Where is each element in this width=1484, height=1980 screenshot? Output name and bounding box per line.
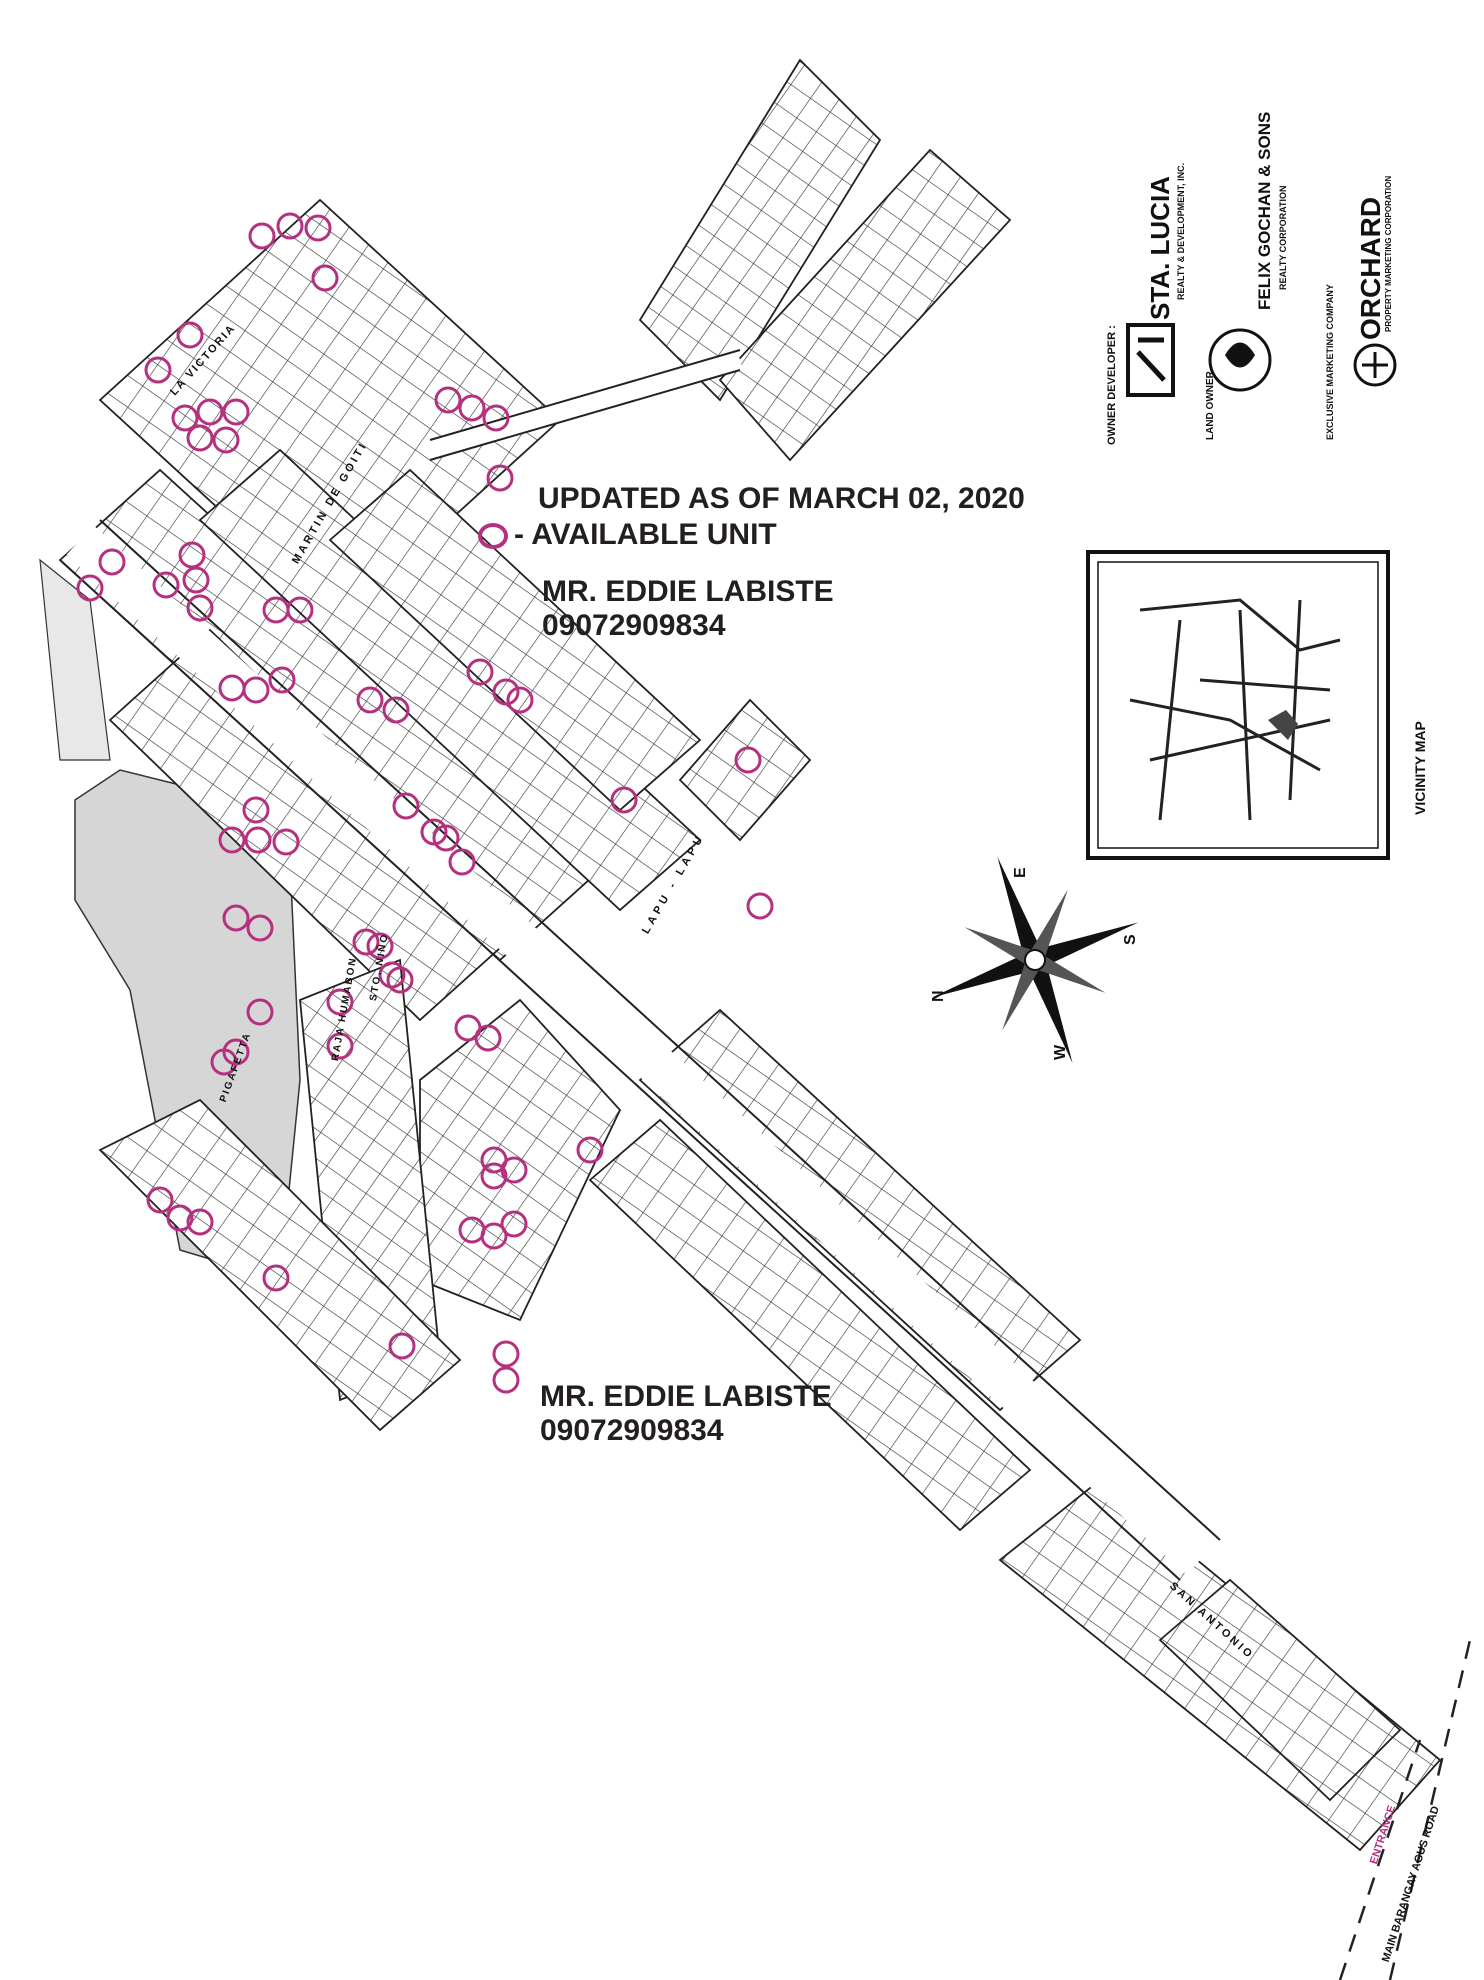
available-unit-ring-icon — [478, 523, 508, 550]
contact-block-top: MR. EDDIE LABISTE 09072909834 — [542, 575, 834, 643]
owner-developer-label: OWNER DEVELOPER : — [1106, 325, 1118, 445]
developer-logos — [1126, 323, 1397, 397]
contact-phone: 09072909834 — [542, 609, 726, 642]
compass-rose — [931, 856, 1139, 1064]
contact-name: MR. EDDIE LABISTE — [540, 1380, 832, 1413]
compass-s: S — [1122, 934, 1139, 945]
compass-e: E — [1012, 867, 1029, 878]
contact-name: MR. EDDIE LABISTE — [542, 575, 834, 608]
land-owner-sub: REALTY CORPORATION — [1278, 185, 1288, 290]
vicinity-map-title: VICINITY MAP — [1412, 721, 1428, 815]
legend-label: - AVAILABLE UNIT — [514, 518, 777, 551]
land-owner-name: FELIX GOCHAN & SONS — [1255, 111, 1274, 310]
available-unit-markers — [76, 212, 774, 1394]
owner-developer-sub: REALTY & DEVELOPMENT, INC. — [1176, 162, 1186, 300]
update-notice: UPDATED AS OF MARCH 02, 2020 - AVAILABLE… — [478, 482, 1025, 552]
marketing-name: ORCHARD — [1355, 196, 1386, 340]
update-title: UPDATED AS OF MARCH 02, 2020 — [538, 482, 1025, 515]
main-road-line — [1338, 1639, 1472, 1980]
marketing-sub: PROPERTY MARKETING CORPORATION — [1384, 175, 1393, 332]
legend-available-unit: - AVAILABLE UNIT — [478, 518, 1025, 552]
contact-block-bottom: MR. EDDIE LABISTE 09072909834 — [540, 1380, 832, 1448]
compass-w: W — [1052, 1044, 1069, 1060]
owner-developer-name: STA. LUCIA — [1145, 176, 1175, 320]
compass-n: N — [930, 990, 947, 1002]
contact-phone: 09072909834 — [540, 1414, 724, 1447]
marketing-label: EXCLUSIVE MARKETING COMPANY — [1325, 284, 1335, 440]
land-owner-label: LAND OWNER — [1205, 371, 1216, 440]
lot-blocks — [58, 58, 1442, 1852]
vicinity-map — [1086, 550, 1390, 860]
